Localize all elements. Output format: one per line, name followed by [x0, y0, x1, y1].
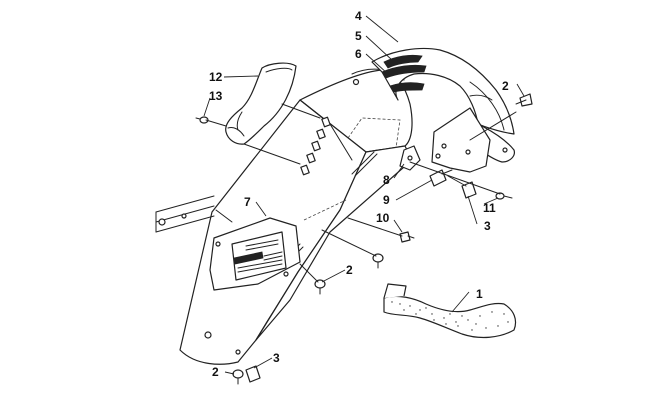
fastener-2-top-right: [515, 93, 533, 107]
fastener-11-washer: [495, 192, 513, 200]
part-1-foam-strip: [383, 283, 517, 339]
side-bracket-with-decal: [209, 217, 301, 291]
assembly-lines: [205, 103, 517, 283]
fastener-2-mid: [314, 279, 326, 295]
callout-5: 5: [355, 29, 362, 43]
callout-9: 9: [383, 193, 390, 207]
callout-2-top-right: 2: [502, 79, 509, 93]
part-5-6-ridges: [381, 54, 427, 93]
callout-4: 4: [355, 9, 362, 23]
fastener-2-bottom: [232, 369, 244, 385]
callout-12: 12: [209, 70, 223, 84]
fastener-3-bottom: [245, 365, 261, 383]
fastener-2-mid-right: [372, 253, 384, 269]
callout-11: 11: [483, 201, 496, 215]
callout-6: 6: [355, 47, 362, 61]
callout-2-middle: 2: [346, 263, 353, 277]
callout-leaders: [203, 15, 525, 375]
callout-1: 1: [476, 287, 483, 301]
callout-3-right: 3: [484, 219, 491, 233]
callout-8: 8: [383, 173, 390, 187]
fastener-13-washer: [195, 116, 209, 124]
callout-10: 10: [376, 211, 390, 225]
callout-2-bottom: 2: [212, 365, 219, 379]
callout-13: 13: [209, 89, 223, 103]
fastener-10-screw: [399, 231, 415, 243]
callout-labels: 1 2 2 2 3 3 4 5 6 7 8 9 10 11 12 13: [209, 9, 509, 379]
mud-flap-plate: [431, 107, 491, 173]
fastener-9-bolt: [429, 169, 453, 187]
rail-bracket-phantom: [155, 195, 215, 233]
vent-slots: [300, 116, 331, 176]
callout-3-bottom: 3: [273, 351, 280, 365]
callout-7: 7: [244, 195, 251, 209]
warning-decal: [231, 231, 287, 281]
